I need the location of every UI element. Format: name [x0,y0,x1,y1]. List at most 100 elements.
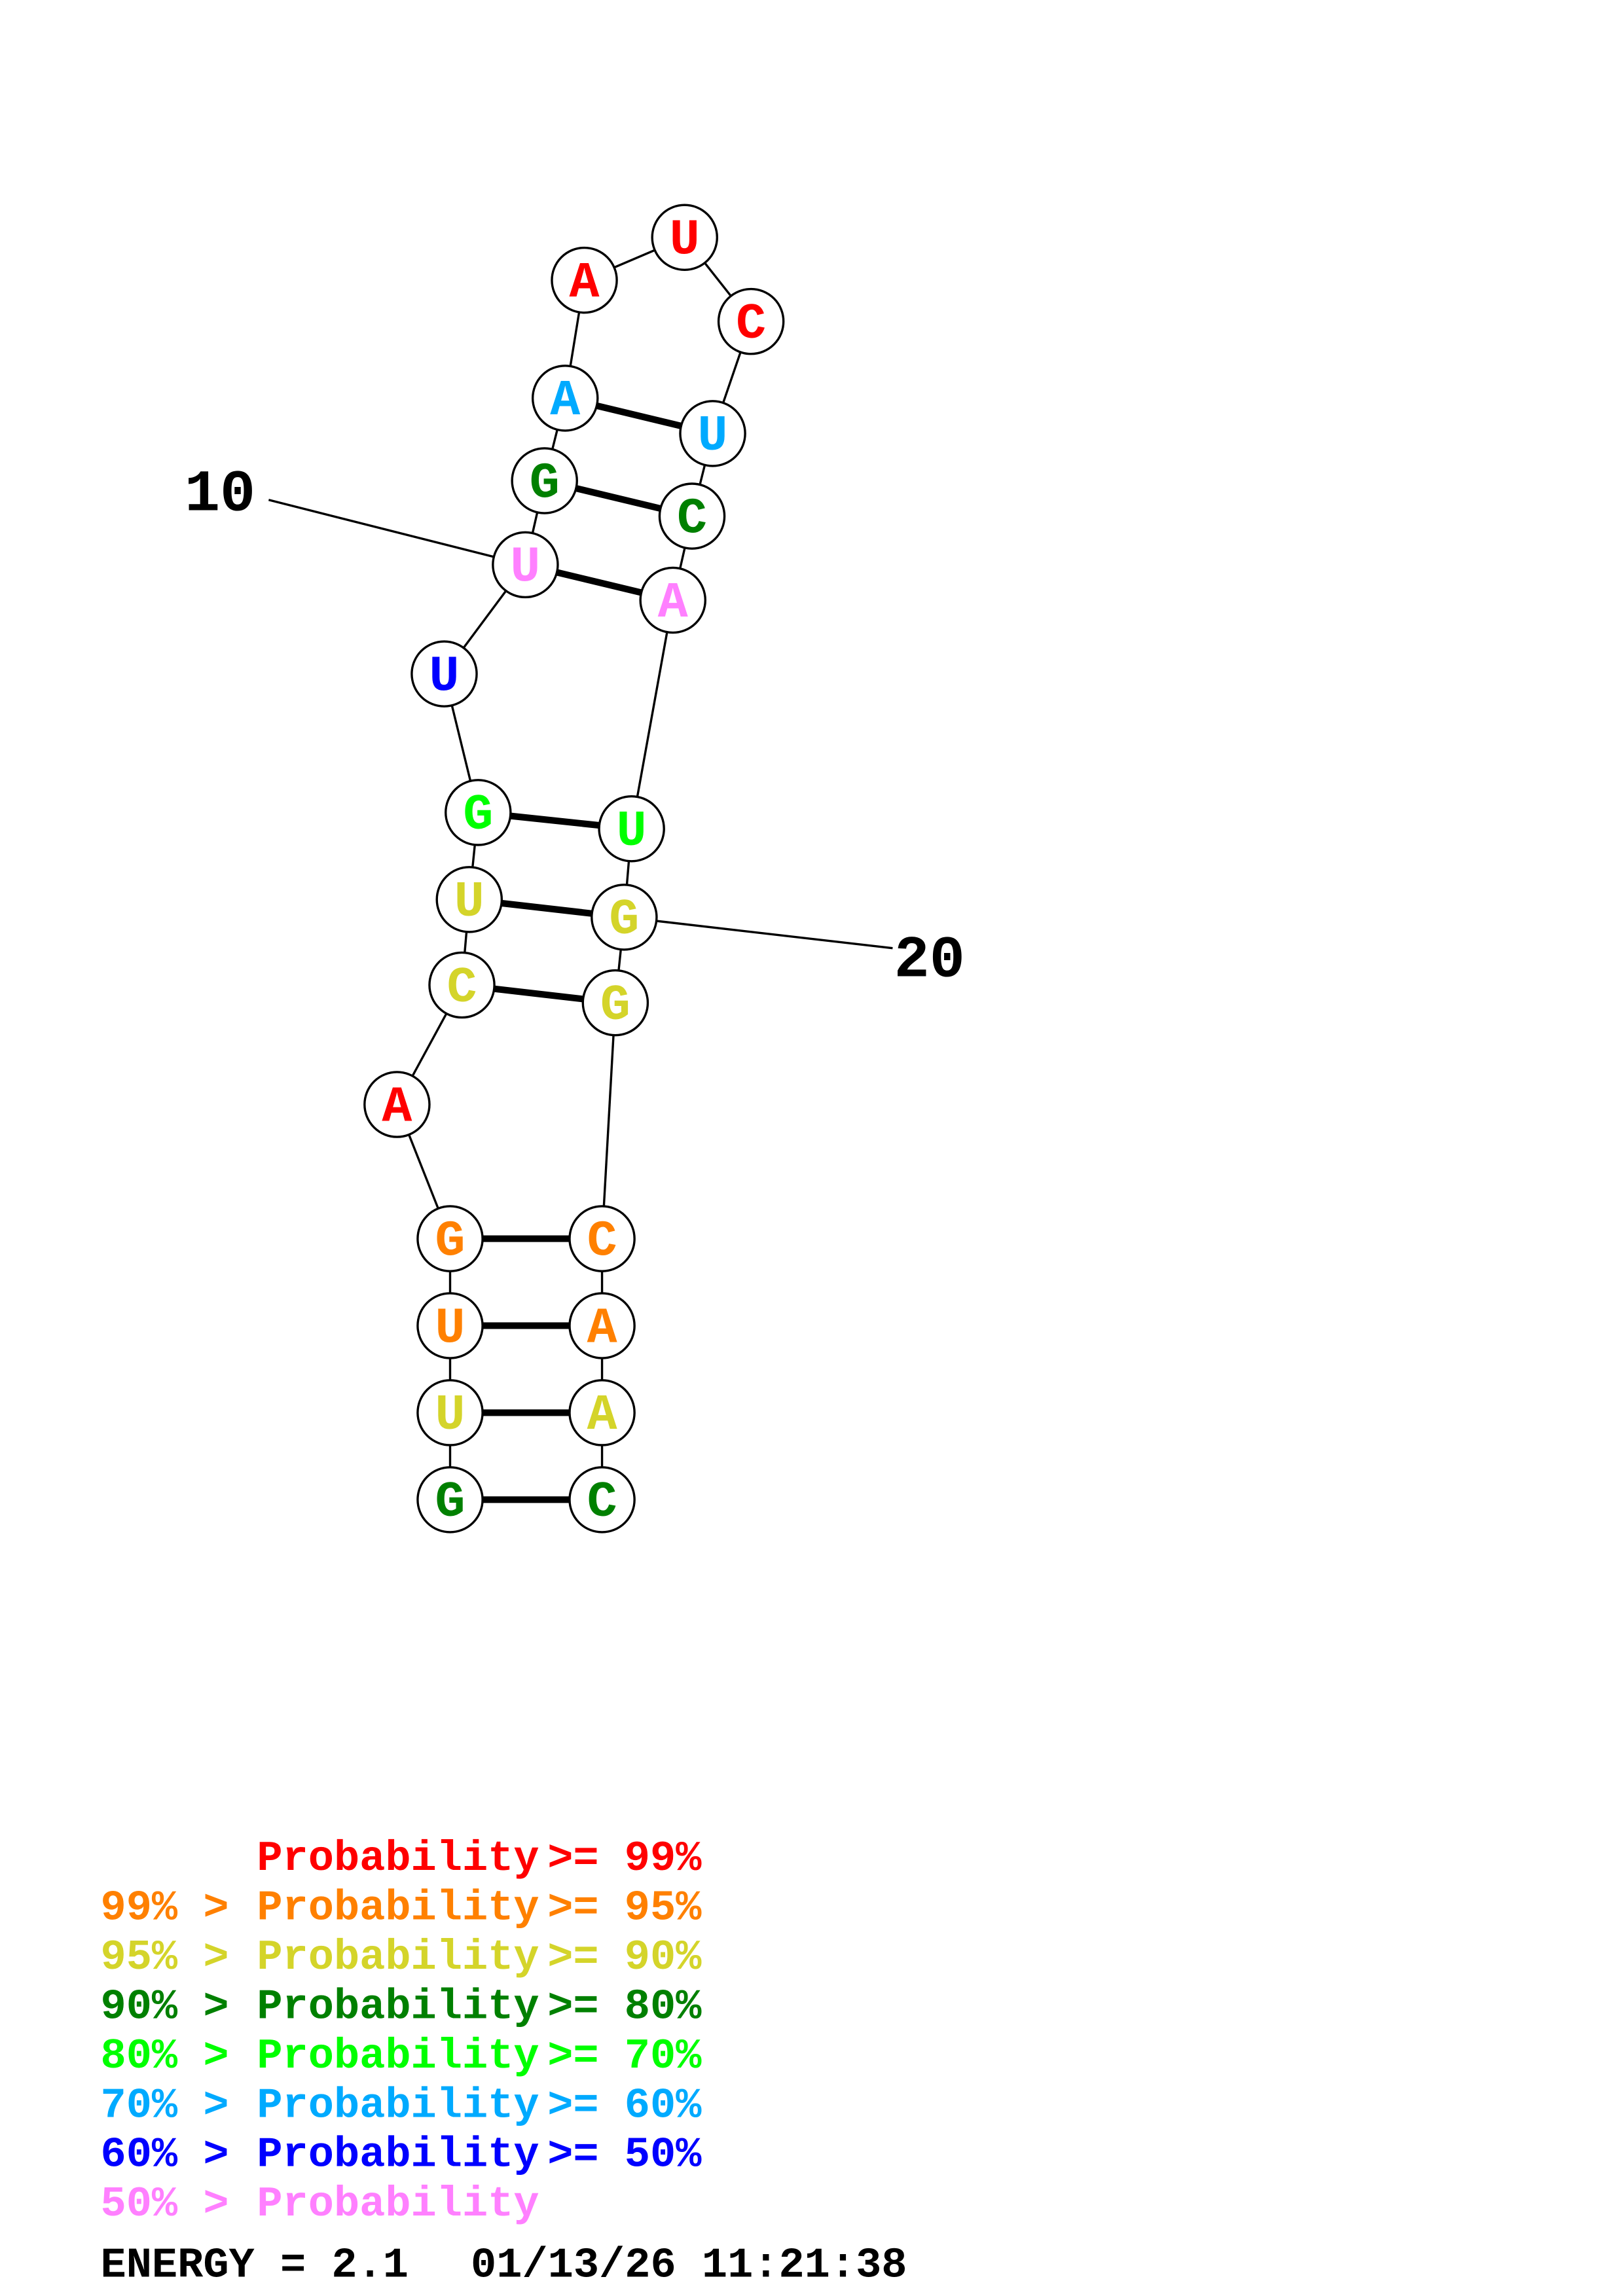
legend-right: >= 95% [547,1884,702,1932]
nucleotide-circle [416,1466,484,1534]
legend-left: 90% > [101,1982,229,2031]
nucleotide-circle [639,566,706,634]
nucleotide-12: A [531,365,599,432]
nucleotide-circle [416,1292,484,1359]
legend-probability: Probability [257,1835,539,1883]
nucleotide-circle [416,1379,484,1446]
legend-probability: Probability [257,1884,539,1932]
nucleotide-base: U [670,213,700,270]
legend-right: >= 70% [547,2032,702,2081]
nucleotide-circle [551,246,618,314]
nucleotide-2: U [416,1379,484,1446]
nucleotide-base: C [736,296,766,353]
nucleotide-circle [591,884,658,951]
label-20-leader [624,916,893,950]
nucleotide-base: C [677,491,707,548]
legend-right: >= 90% [547,1933,702,1982]
timestamp: 01/13/26 11:21:38 [471,2242,907,2290]
legend-left: 50% > [101,2180,229,2229]
nucleotide-18: A [639,566,706,634]
nucleotide-base: G [463,787,493,844]
nucleotide-circle [568,1205,636,1272]
nucleotide-20: G [591,884,658,951]
nucleotide-circle [445,779,512,846]
nucleotide-circle [410,640,478,708]
nucleotide-base: G [435,1475,465,1532]
nucleotide-16: U [679,400,746,467]
nucleotide-23: A [568,1292,636,1359]
nucleotide-circle [679,400,746,467]
legend-probability: Probability [257,2032,539,2081]
legend-right: >= 99% [547,1835,702,1883]
nucleotide-5: A [363,1071,431,1138]
legend-left: 70% > [101,2081,229,2130]
legend-probability: Probability [257,1933,539,1982]
nucleotide-base: U [510,540,540,597]
legend-left [101,1835,204,1883]
energy-label: ENERGY = 2.1 [101,2242,409,2290]
nucleotide-base: U [435,1300,465,1357]
nucleotide-24: A [568,1379,636,1446]
nucleotide-circle [651,204,718,271]
nucleotide-11: G [511,447,578,514]
nucleotide-circle [416,1205,484,1272]
nucleotide-base: A [658,575,688,632]
nucleotide-circle [492,531,559,599]
nucleotide-base: G [609,892,639,949]
nucleotide-circle [435,866,503,933]
legend-left: 99% > [101,1884,229,1932]
nucleotide-base: A [587,1388,617,1444]
legend-right: >= 50% [547,2131,702,2179]
nucleotide-base: C [587,1475,617,1532]
nucleotide-9: U [410,640,478,708]
nucleotide-base: U [698,408,728,465]
nucleotide-10: U [492,531,559,599]
nucleotide-base: U [617,804,647,861]
nucleotide-21: G [581,969,649,1037]
nucleotide-base: U [429,649,460,706]
nucleotide-15: C [717,287,785,355]
nucleotide-4: G [416,1205,484,1272]
probability-legend: Probability>= 99%99% >Probability>= 95%9… [101,1835,702,2229]
legend-probability: Probability [257,2131,539,2179]
nucleotide-1: G [416,1466,484,1534]
nucleotide-circle [581,969,649,1037]
nucleotide-8: G [445,779,512,846]
nucleotide-base: C [587,1213,617,1270]
nucleotide-base: C [447,960,477,1017]
legend-probability: Probability [257,1982,539,2031]
nucleotide-circle [428,951,496,1019]
nucleotide-22: C [568,1205,636,1272]
nucleotide-circle [363,1071,431,1138]
nucleotide-25: C [568,1466,636,1534]
nucleotide-base: G [530,456,560,512]
nucleotide-7: U [435,866,503,933]
legend-left: 95% > [101,1933,229,1982]
position-ticks: 10 20 [185,462,965,995]
nucleotide-circle [598,795,665,863]
legend-probability: Probability [257,2180,539,2229]
legend-right: >= 60% [547,2081,702,2130]
position-label-10: 10 [185,462,255,529]
nucleotide-base: U [435,1388,465,1444]
nucleotide-base: A [382,1079,412,1136]
nucleotide-base: A [570,255,600,312]
nucleotide-circle [568,1379,636,1446]
nucleotide-3: U [416,1292,484,1359]
nucleotide-13: A [551,246,618,314]
label-10-leader [268,499,526,566]
nucleotide-circle [717,287,785,355]
nucleotide-circle [568,1466,636,1534]
nucleotide-circle [568,1292,636,1359]
backbone-link [600,1002,617,1239]
legend-probability: Probability [257,2081,539,2130]
legend-left: 80% > [101,2032,229,2081]
nucleotide-base: A [550,373,580,430]
backbone-link [630,600,674,829]
legend-left: 60% > [101,2131,229,2179]
position-label-20: 20 [894,928,965,995]
nucleotide-14: U [651,204,718,271]
nucleotide-19: U [598,795,665,863]
